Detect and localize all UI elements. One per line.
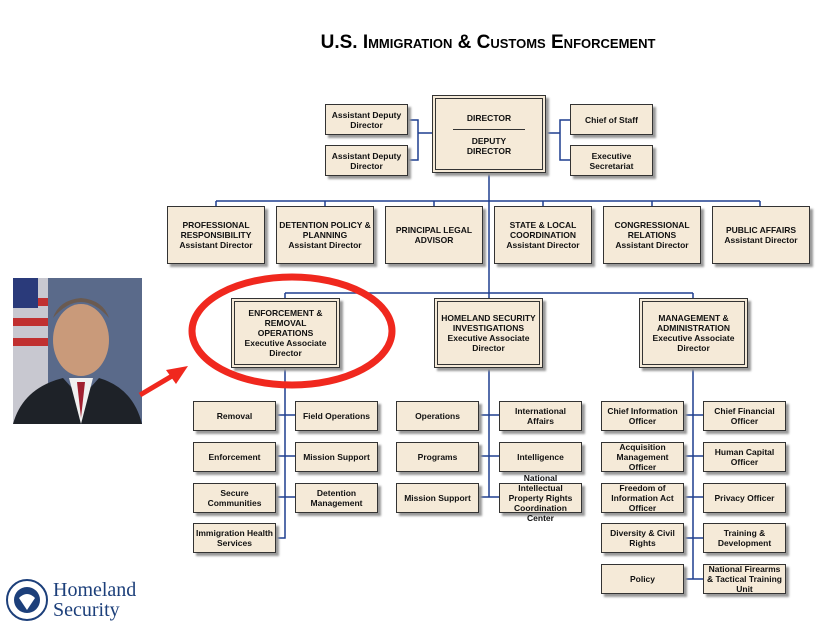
unit-label: Freedom of Information Act Officer bbox=[611, 483, 674, 513]
unit-box: Mission Support bbox=[396, 483, 479, 513]
dhs-seal-icon bbox=[6, 579, 48, 621]
office-name: PRINCIPAL LEGAL ADVISOR bbox=[395, 225, 473, 245]
office-box: PRINCIPAL LEGAL ADVISOR bbox=[385, 206, 483, 264]
unit-label: Enforcement bbox=[208, 452, 261, 462]
unit-label: International Affairs bbox=[514, 406, 566, 426]
unit-box: Acquisition Management Officer bbox=[601, 442, 684, 472]
unit-box: Secure Communities bbox=[193, 483, 276, 513]
unit-box: Policy bbox=[601, 564, 684, 594]
office-title: Assistant Director bbox=[506, 240, 580, 250]
portrait-photo bbox=[13, 278, 142, 424]
unit-label: Training & Development bbox=[717, 528, 772, 548]
unit-label: Chief Information Officer bbox=[607, 406, 678, 426]
staff-office-box: Chief of Staff bbox=[570, 104, 653, 135]
unit-label: Secure Communities bbox=[207, 488, 262, 508]
highlight-circle bbox=[188, 273, 396, 389]
unit-label: Mission Support bbox=[404, 493, 471, 503]
deputy-director-label: DEPUTY DIRECTOR bbox=[452, 128, 526, 156]
director-label: DIRECTOR bbox=[466, 112, 512, 123]
unit-box: Field Operations bbox=[295, 401, 378, 431]
staff-label: Executive Secretariat bbox=[589, 150, 634, 171]
unit-box: Human Capital Officer bbox=[703, 442, 786, 472]
staff-label: Chief of Staff bbox=[585, 114, 638, 125]
unit-box: Removal bbox=[193, 401, 276, 431]
unit-box: Privacy Officer bbox=[703, 483, 786, 513]
office-title: Assistant Director bbox=[288, 240, 362, 250]
unit-box: Diversity & Civil Rights bbox=[601, 523, 684, 553]
office-title: Assistant Director bbox=[615, 240, 689, 250]
unit-box: Chief Information Officer bbox=[601, 401, 684, 431]
unit-box: National Intellectual Property Rights Co… bbox=[499, 473, 582, 523]
unit-label: Removal bbox=[216, 411, 253, 421]
unit-label: National Intellectual Property Rights Co… bbox=[508, 473, 573, 523]
page-title: U.S. Immigration & Customs Enforcement bbox=[320, 32, 656, 53]
office-title: Assistant Director bbox=[724, 235, 798, 245]
office-name: PROFESSIONAL RESPONSIBILITY bbox=[180, 220, 252, 240]
staff-office-box: Executive Secretariat bbox=[570, 145, 653, 176]
unit-box: International Affairs bbox=[499, 401, 582, 431]
unit-label: Human Capital Officer bbox=[714, 447, 775, 467]
unit-box: National Firearms & Tactical Training Un… bbox=[703, 564, 786, 594]
logo-line2: Security bbox=[53, 599, 120, 621]
unit-label: Field Operations bbox=[302, 411, 371, 421]
unit-box: Immigration Health Services bbox=[193, 523, 276, 553]
director-box: DIRECTOR DEPUTY DIRECTOR bbox=[432, 95, 546, 173]
unit-box: Training & Development bbox=[703, 523, 786, 553]
assistant-deputy-director-box: Assistant Deputy Director bbox=[325, 145, 408, 176]
unit-label: Immigration Health Services bbox=[196, 528, 273, 548]
office-name: STATE & LOCAL COORDINATION bbox=[509, 220, 577, 240]
directorate-name: HOMELAND SECURITY INVESTIGATIONS bbox=[441, 313, 536, 333]
unit-box: Operations bbox=[396, 401, 479, 431]
unit-box: Mission Support bbox=[295, 442, 378, 472]
logo-line1: Homeland bbox=[53, 579, 137, 601]
unit-box: Freedom of Information Act Officer bbox=[601, 483, 684, 513]
office-name: CONGRESSIONAL RELATIONS bbox=[614, 220, 690, 240]
unit-label: Intelligence bbox=[517, 452, 564, 462]
unit-box: Enforcement bbox=[193, 442, 276, 472]
directorate-name: ENFORCEMENT & REMOVAL OPERATIONS bbox=[248, 308, 323, 338]
unit-label: Operations bbox=[415, 411, 460, 421]
unit-label: Mission Support bbox=[303, 452, 370, 462]
directorate-title: Executive Associate Director bbox=[244, 338, 327, 358]
directorate-title: Executive Associate Director bbox=[447, 333, 530, 353]
unit-label: Acquisition Management Officer bbox=[616, 442, 669, 472]
unit-label: Policy bbox=[629, 574, 656, 584]
directorate-name: MANAGEMENT & ADMINISTRATION bbox=[656, 313, 731, 333]
office-title: Assistant Director bbox=[179, 240, 253, 250]
unit-box: Chief Financial Officer bbox=[703, 401, 786, 431]
unit-label: Programs bbox=[417, 452, 458, 462]
office-name: PUBLIC AFFAIRS bbox=[725, 225, 797, 235]
unit-box: Programs bbox=[396, 442, 479, 472]
staff-label: Assistant Deputy Director bbox=[331, 150, 402, 171]
unit-label: National Firearms & Tactical Training Un… bbox=[707, 564, 782, 594]
unit-label: Diversity & Civil Rights bbox=[610, 528, 675, 548]
arrow-line bbox=[138, 373, 174, 398]
unit-label: Detention Management bbox=[310, 488, 363, 508]
unit-label: Chief Financial Officer bbox=[714, 406, 775, 426]
staff-label: Assistant Deputy Director bbox=[331, 109, 402, 130]
arrow-head bbox=[166, 366, 188, 384]
unit-label: Privacy Officer bbox=[714, 493, 775, 503]
directorate-title: Executive Associate Director bbox=[652, 333, 735, 353]
office-name: DETENTION POLICY & PLANNING bbox=[279, 220, 371, 240]
unit-box: Detention Management bbox=[295, 483, 378, 513]
unit-box: Intelligence bbox=[499, 442, 582, 472]
assistant-deputy-director-box: Assistant Deputy Director bbox=[325, 104, 408, 135]
